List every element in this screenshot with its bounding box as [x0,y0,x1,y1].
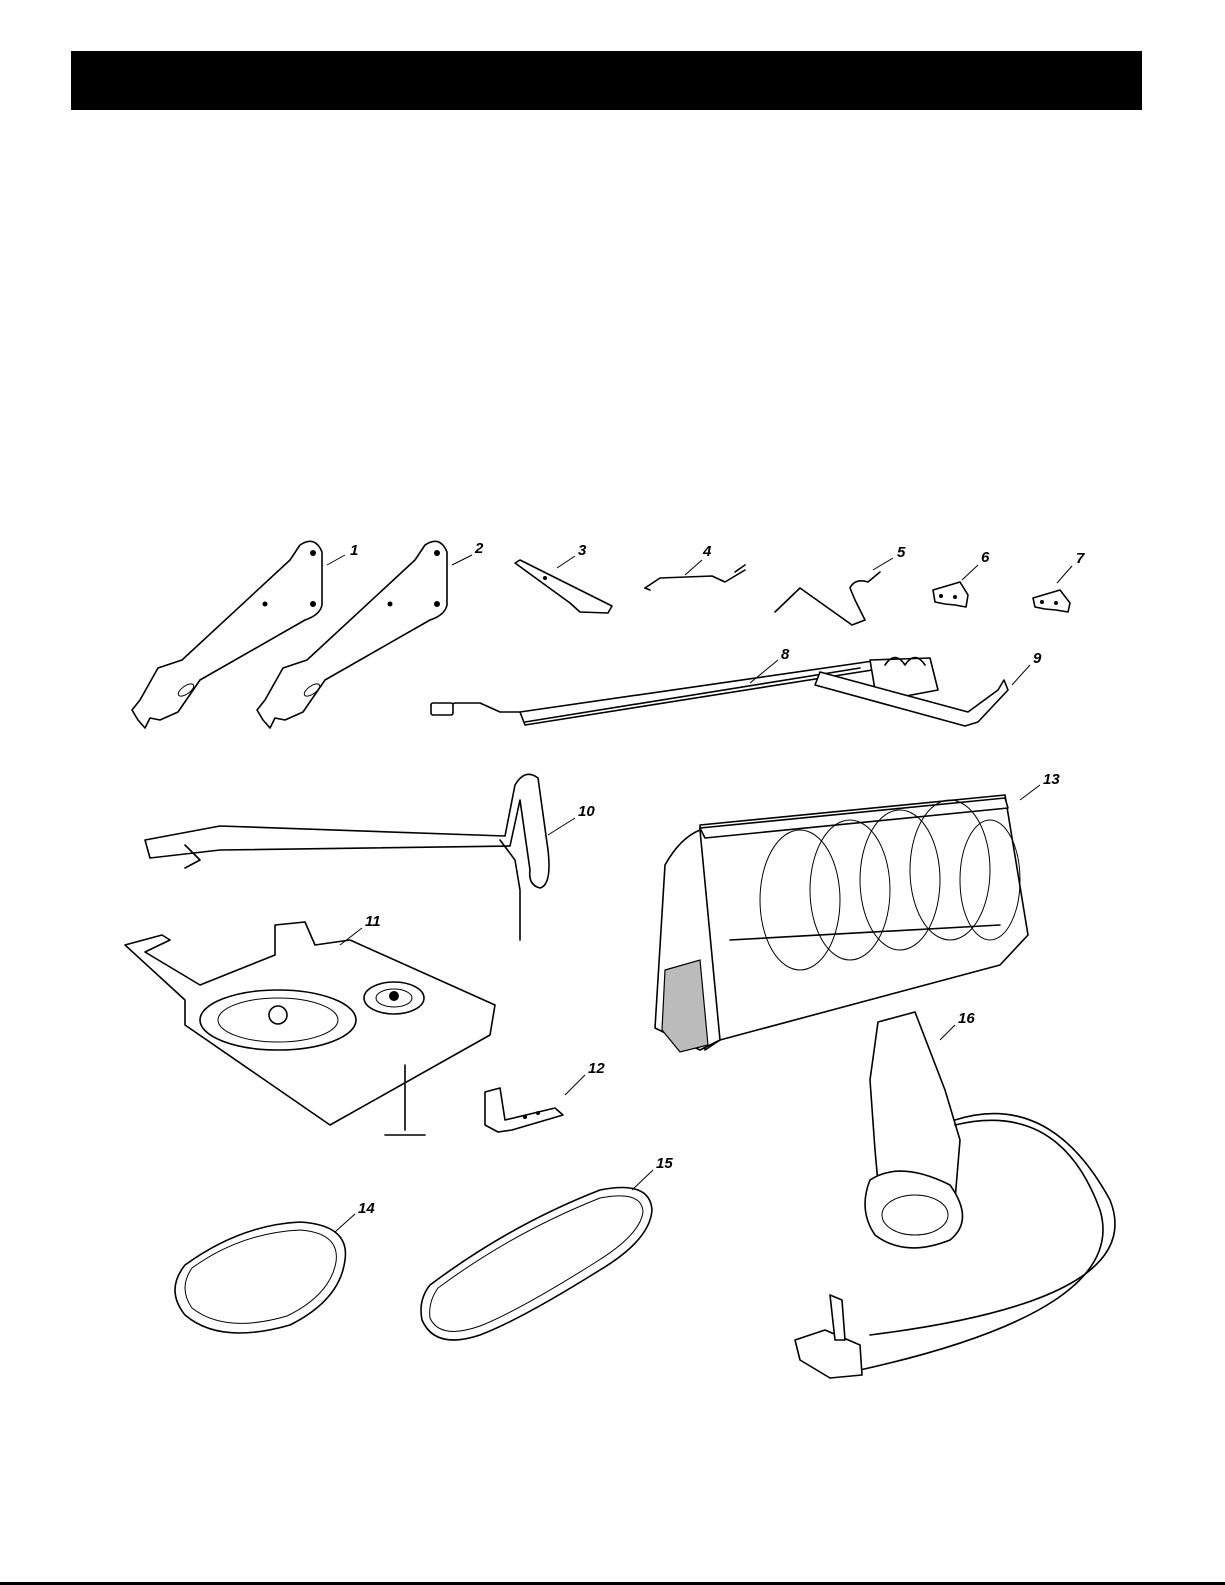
part-label-8: 8 [781,646,790,663]
part-5-bent-wire [775,572,880,625]
part-3-flat-bracket [515,560,612,613]
part-label-12: 12 [588,1060,605,1077]
part-14-belt [175,1222,345,1333]
part-label-10: 10 [578,803,595,820]
part-label-6: 6 [981,549,990,566]
part-label-5: 5 [897,544,906,561]
part-label-9: 9 [1033,650,1042,667]
part-label-3: 3 [578,542,587,559]
part-label-7: 7 [1076,550,1085,567]
part-10-handle [145,774,549,940]
part-label-15: 15 [656,1155,673,1172]
part-label-13: 13 [1043,771,1060,788]
part-label-14: 14 [358,1200,375,1217]
part-6-plate [933,582,968,607]
part-label-4: 4 [702,543,712,560]
part-4-rod [645,565,745,590]
part-label-1: 1 [350,542,358,559]
part-7-plate [1033,590,1070,612]
part-15-belt [421,1188,652,1341]
part-16-chute [795,1012,1115,1378]
part-label-2: 2 [474,540,484,557]
part-label-11: 11 [365,913,381,930]
part-11-pulley-assembly [125,922,495,1135]
part-label-16: 16 [958,1010,975,1027]
part-12-l-bracket [485,1088,563,1132]
